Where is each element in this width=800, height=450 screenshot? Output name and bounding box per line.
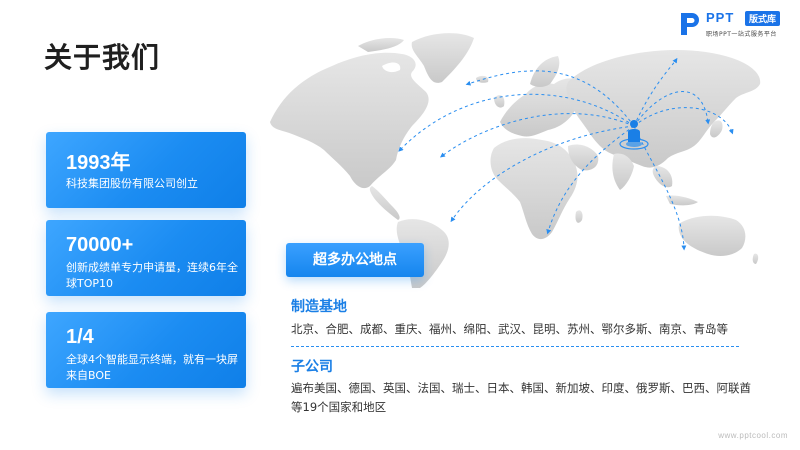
manufacturing-title: 制造基地 [291, 299, 347, 315]
stat-number: 70000+ [66, 234, 134, 256]
subsidiaries-title: 子公司 [291, 359, 333, 375]
stat-card-displays: 1/4 全球4个智能显示终端，就有一块屏来自BOE [46, 312, 246, 388]
office-locations-button[interactable]: 超多办公地点 [286, 243, 424, 277]
stat-card-patents: 70000+ 创新成绩单专力申请量，连续6年全球TOP10 [46, 220, 246, 296]
logo-text: PPT [706, 10, 735, 25]
watermark: www.pptcool.com [718, 431, 788, 440]
stat-description: 全球4个智能显示终端，就有一块屏来自BOE [66, 353, 238, 382]
stat-description: 科技集团股份有限公司创立 [66, 177, 198, 190]
stat-number: 1/4 [66, 326, 94, 348]
ppt-logo-icon [681, 13, 699, 35]
section-divider [291, 346, 739, 347]
stat-number: 1993年 [66, 152, 131, 174]
logo-badge: 版式库 [745, 11, 781, 26]
brand-logo[interactable]: PPT 版式库 职场PPT一站式服务平台 [678, 8, 794, 42]
person-location-icon [619, 120, 649, 150]
logo-subtitle: 职场PPT一站式服务平台 [706, 31, 777, 38]
stat-description: 创新成绩单专力申请量，连续6年全球TOP10 [66, 261, 238, 290]
subsidiaries-text: 遍布美国、德国、英国、法国、瑞士、日本、韩国、新加坡、印度、俄罗斯、巴西、阿联酋… [291, 381, 751, 414]
page-title: 关于我们 [44, 41, 161, 74]
manufacturing-text: 北京、合肥、成都、重庆、福州、绵阳、武汉、昆明、苏州、鄂尔多斯、南京、青岛等 [291, 322, 728, 336]
stat-card-founded: 1993年 科技集团股份有限公司创立 [46, 132, 246, 208]
